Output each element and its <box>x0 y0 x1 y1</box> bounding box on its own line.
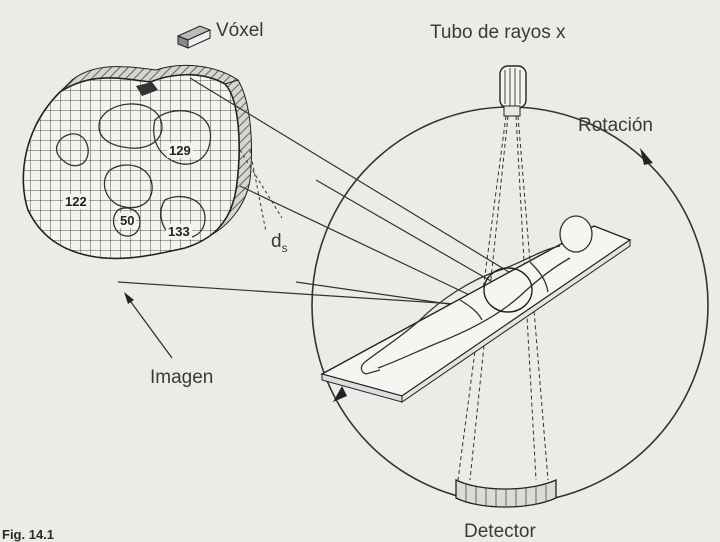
slice-thickness-subscript: s <box>282 241 288 255</box>
detector-label: Detector <box>464 522 536 541</box>
image-pointer-arrow <box>124 292 172 358</box>
slice-thickness-symbol: d <box>271 231 282 252</box>
rotation-arrow-left <box>333 386 347 402</box>
voxel-value-133: 133 <box>166 224 192 239</box>
voxel-block <box>178 26 210 48</box>
voxel-value-129: 129 <box>167 143 193 158</box>
image-label: Imagen <box>150 368 213 387</box>
voxel-value-122: 122 <box>63 194 89 209</box>
voxel-value-50: 50 <box>118 213 136 228</box>
detector <box>456 480 556 507</box>
figure-caption: Fig. 14.1 <box>2 528 54 541</box>
slice-thickness-label: ds <box>271 232 288 254</box>
xray-tube <box>500 66 526 116</box>
rotation-label: Rotación <box>578 116 653 135</box>
xray-tube-label: Tubo de rayos x <box>430 23 566 42</box>
voxel-label: Vóxel <box>216 21 264 40</box>
